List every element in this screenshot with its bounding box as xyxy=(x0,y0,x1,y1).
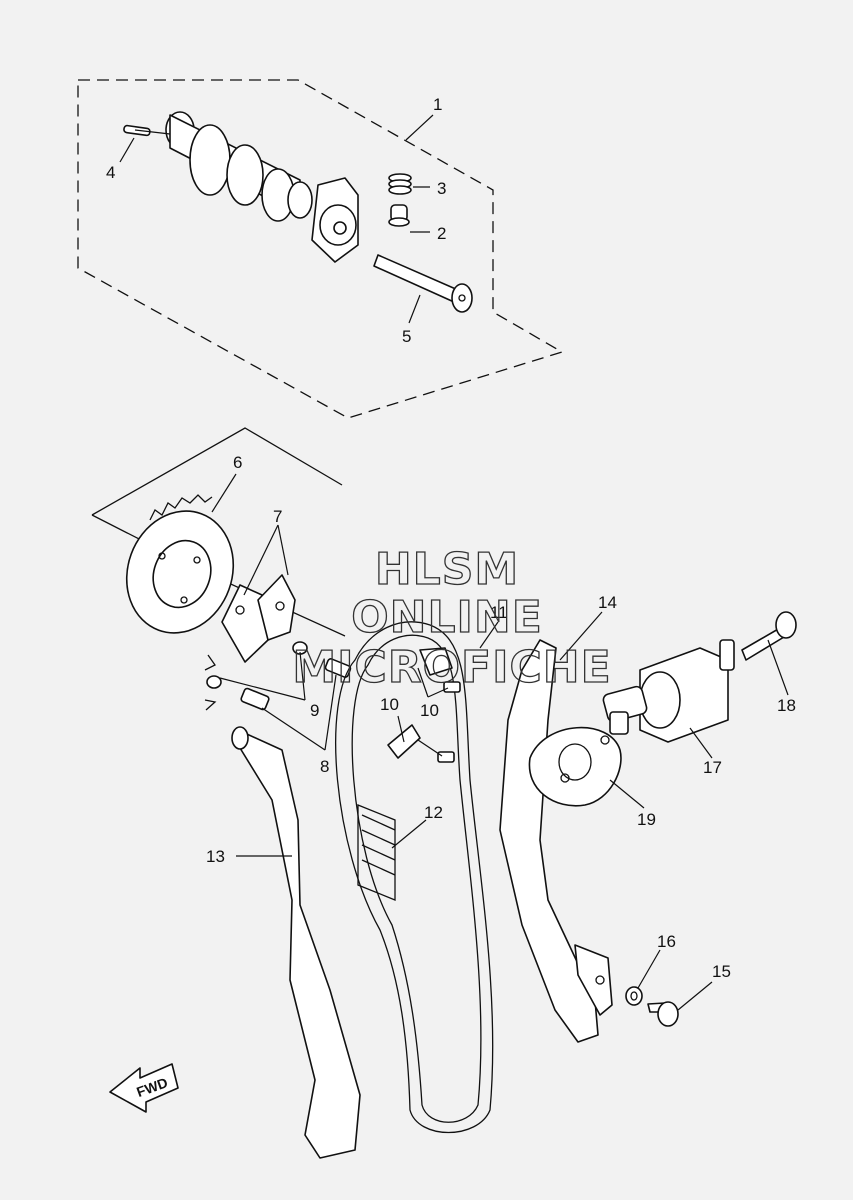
forward-arrow-icon: FWD xyxy=(109,1063,179,1113)
callout-14: 14 xyxy=(598,593,617,612)
callout-9: 9 xyxy=(310,701,319,720)
cam-sprocket xyxy=(125,494,235,634)
timing-chain xyxy=(335,621,494,1134)
callout-labels: 1 2 3 4 5 6 7 8 9 10 10 11 12 13 14 15 1… xyxy=(106,95,796,981)
callout-16: 16 xyxy=(657,932,676,951)
sprocket-bolts xyxy=(240,658,352,711)
callout-8: 8 xyxy=(320,757,329,776)
assembly-group-1-outline xyxy=(77,79,564,419)
callout-15: 15 xyxy=(712,962,731,981)
callout-3: 3 xyxy=(437,179,446,198)
callout-18: 18 xyxy=(777,696,796,715)
callout-6: 6 xyxy=(233,453,242,472)
callout-11: 11 xyxy=(490,603,508,622)
camshaft xyxy=(165,111,359,263)
spring xyxy=(388,173,412,195)
chain-link-detail xyxy=(357,804,396,901)
decomp-springs xyxy=(204,641,308,711)
callout-19: 19 xyxy=(637,810,656,829)
callout-13: 13 xyxy=(206,847,225,866)
callout-1: 1 xyxy=(433,95,442,114)
decompression-shaft xyxy=(373,254,473,313)
callout-2: 2 xyxy=(437,224,446,243)
leader-lines xyxy=(119,114,789,1011)
decompression-plate xyxy=(221,574,296,663)
callout-7: 7 xyxy=(273,507,282,526)
cam-chain-tensioner xyxy=(602,639,735,743)
callout-5: 5 xyxy=(402,327,411,346)
washer xyxy=(625,986,643,1006)
watermark-line2: ONLINE xyxy=(351,592,543,643)
watermark-line1: HLSM xyxy=(375,544,519,595)
plunger xyxy=(388,204,410,227)
chain-guide-13 xyxy=(231,726,361,1159)
sprocket-plane-outline xyxy=(91,427,343,516)
callout-17: 17 xyxy=(703,758,722,777)
tensioner-guide-14 xyxy=(499,639,613,1043)
tensioner-bolt xyxy=(741,611,797,661)
guide-bolt xyxy=(647,1001,679,1027)
callout-12: 12 xyxy=(424,803,443,822)
callout-4: 4 xyxy=(106,163,115,182)
watermark: HLSM ONLINE MICROFICHE xyxy=(292,543,612,693)
watermark-line3: MICROFICHE xyxy=(292,642,611,693)
callout-10-upper: 10 xyxy=(420,701,439,720)
callout-10-lower: 10 xyxy=(380,695,399,714)
tensioner-gasket xyxy=(528,726,622,807)
